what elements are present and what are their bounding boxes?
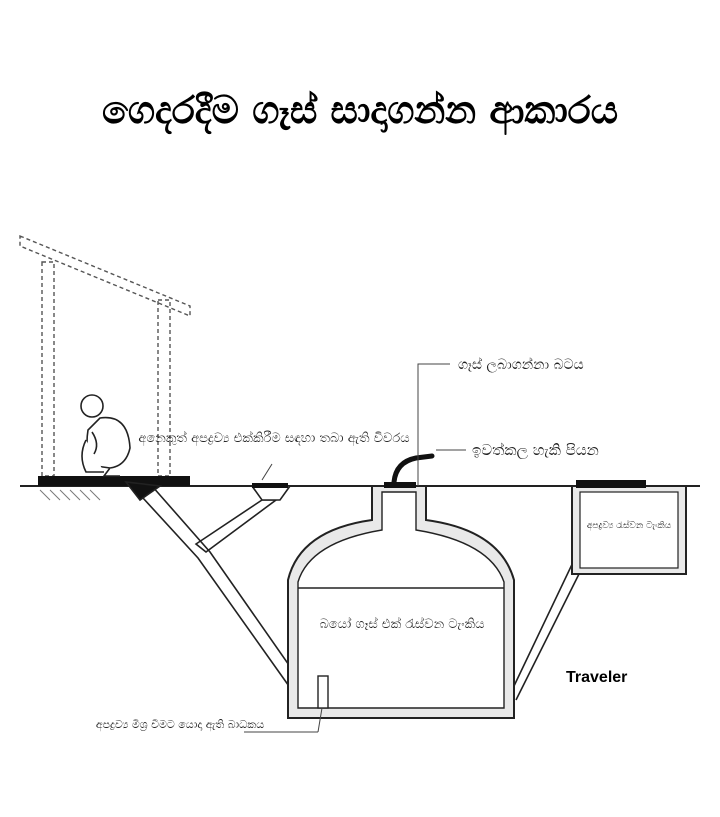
- squatting-person: [80, 394, 131, 477]
- biogas-tank-label: බයෝ ගෑස් එක් රැස්වන ටැංකිය: [320, 616, 485, 632]
- other-waste-inlet-label: අනෙකුත් අපද්‍රව්‍ය එක්කිරීම සඳහා තබා ඇති…: [138, 430, 409, 446]
- other-waste-inlet-label: අනෙකුත් අපද්‍රව්‍ය එක්කිරීම සඳහා තබා ඇති…: [138, 430, 409, 446]
- waste-tank: [571, 480, 687, 575]
- gas-pipe: [391, 453, 435, 485]
- page-title: ගෙදරදීම ගෑස් සාදාගන්න ආකාරය: [101, 88, 619, 132]
- waste-tank-label: අපද්‍රව්‍ය රැස්වන ටැංකිය: [587, 520, 672, 531]
- removable-lid-label: ඉවත්කල හැකි පියන: [472, 441, 599, 459]
- removable-lid: [384, 482, 416, 488]
- waste-inlet-opening: [250, 485, 292, 501]
- baffle: [317, 675, 329, 709]
- baffle-label: අපද්‍රව්‍ය මිශ්‍ර වීමට යොදා ඇති බාධකය: [96, 718, 264, 732]
- soil-hatch: [39, 489, 101, 501]
- leader-lines: [244, 363, 466, 733]
- inlet-pipe: [124, 480, 307, 698]
- biogas-tank: [287, 485, 515, 719]
- toilet-slab: [38, 476, 190, 486]
- watermark: Traveler: [566, 669, 627, 686]
- gas-pipe-label: ගෑස් ලබාගන්නා බටය: [458, 357, 584, 373]
